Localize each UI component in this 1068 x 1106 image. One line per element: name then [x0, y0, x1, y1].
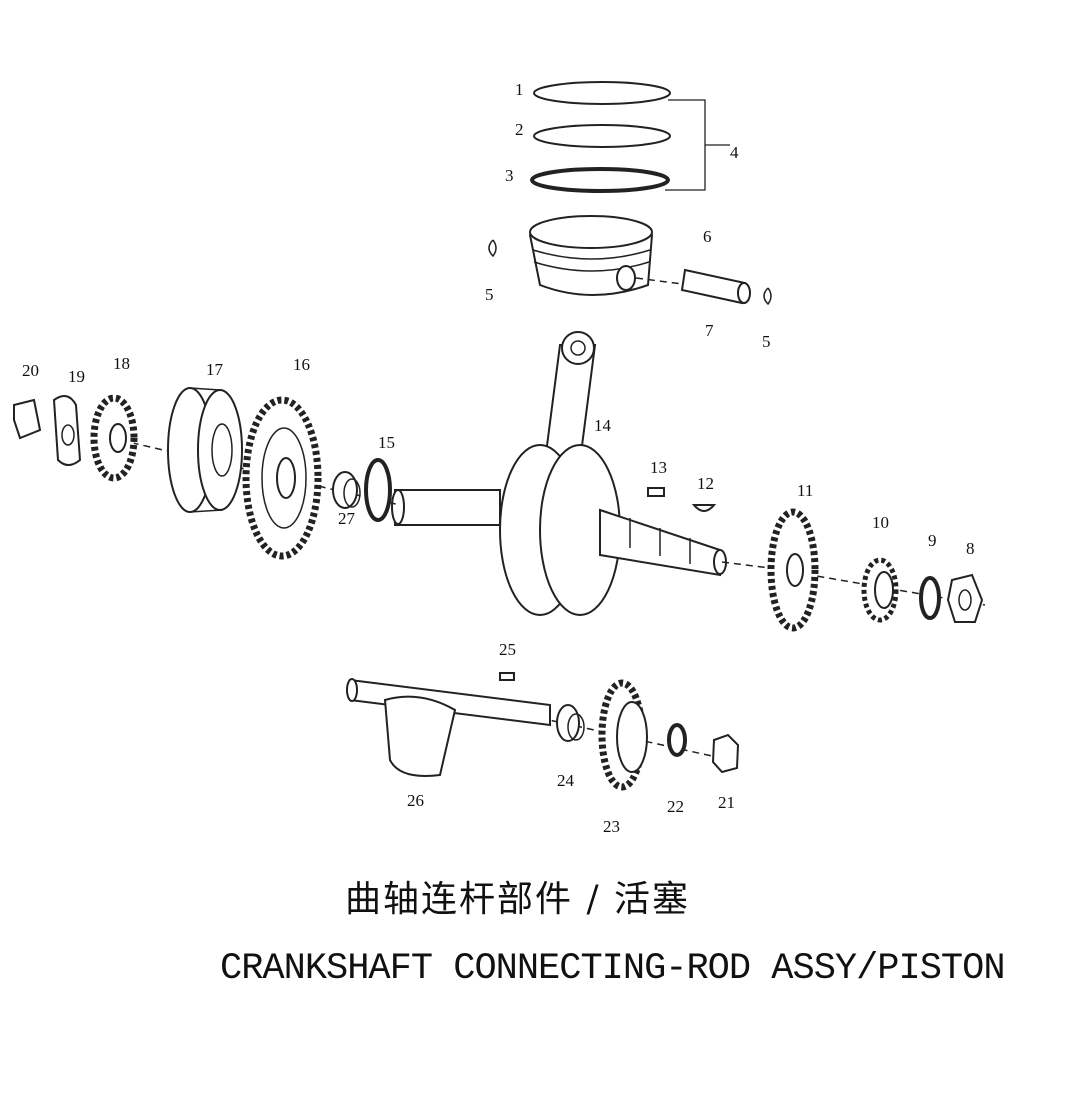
nut-21	[711, 733, 740, 774]
callout-number: 19	[68, 367, 85, 386]
title-english: CRANKSHAFT CONNECTING-ROD ASSY/PISTON	[220, 948, 1006, 990]
nut-20	[13, 398, 42, 440]
callout-number: 8	[966, 539, 975, 558]
gear-16	[242, 396, 322, 560]
title-chinese: 曲轴连杆部件 / 活塞	[345, 879, 691, 920]
piston-rings	[530, 81, 730, 193]
callout-number: 6	[703, 227, 712, 246]
woodruff-key-12	[691, 504, 717, 512]
bushing-27	[332, 471, 361, 509]
bearing-17	[167, 387, 243, 513]
callout-number: 14	[594, 416, 612, 435]
callout-number: 16	[293, 355, 310, 374]
callout-number: 23	[603, 817, 620, 836]
washer-22	[667, 723, 687, 757]
piston-pin	[680, 268, 751, 305]
callout-number: 26	[407, 791, 424, 810]
callout-number: 11	[797, 481, 813, 500]
callout-number: 10	[872, 513, 889, 532]
gear-11	[767, 508, 819, 632]
piston	[528, 215, 654, 296]
callout-number: 5	[762, 332, 771, 351]
callout-number: 3	[505, 166, 514, 185]
callout-number: 13	[650, 458, 667, 477]
callout-number: 4	[730, 143, 739, 162]
callout-number: 5	[485, 285, 494, 304]
nut-8	[946, 573, 984, 623]
washer-9	[919, 576, 941, 620]
washer-15	[364, 458, 392, 522]
callout-number: 17	[206, 360, 224, 379]
balancer-shaft	[346, 678, 551, 777]
gear-23	[598, 679, 648, 791]
callout-number: 22	[667, 797, 684, 816]
plate-19	[52, 395, 82, 466]
callout-number: 2	[515, 120, 524, 139]
callout-number: 15	[378, 433, 395, 452]
circlip-right	[763, 287, 772, 306]
callout-number: 21	[718, 793, 735, 812]
callout-number: 18	[113, 354, 130, 373]
callout-number: 25	[499, 640, 516, 659]
key-13	[647, 487, 665, 497]
callout-number: 27	[338, 509, 356, 528]
callout-number: 9	[928, 531, 937, 550]
oil-seal-10	[861, 557, 899, 623]
callout-number: 20	[22, 361, 39, 380]
key-25	[499, 672, 515, 681]
bushing-24	[556, 704, 585, 742]
crankshaft	[391, 444, 727, 616]
callout-number: 7	[705, 321, 714, 340]
callout-number: 1	[515, 80, 524, 99]
circlip-left	[488, 239, 497, 258]
callout-number: 24	[557, 771, 575, 790]
gear-18	[90, 394, 138, 482]
callout-number: 12	[697, 474, 714, 493]
